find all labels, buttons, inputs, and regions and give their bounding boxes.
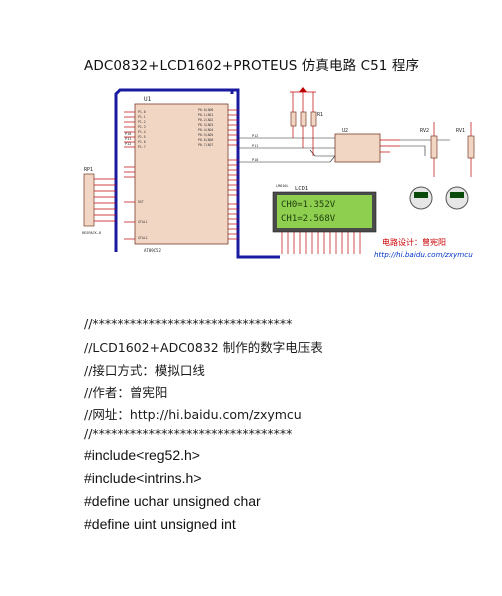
code-line: #include<reg52.h> <box>84 447 200 463</box>
credit-line-2: http://hi.baidu.com/zxymcu <box>374 250 473 259</box>
u1-pin-label: P0.4/AD4 <box>198 128 213 132</box>
lcd-line-2: CH1=2.568V <box>281 214 336 224</box>
net-label: P10 <box>252 158 258 162</box>
u2-chip <box>334 133 381 163</box>
net-label: P12 <box>252 134 258 138</box>
credit-line-1: 电路设计：曾宪阳 <box>382 237 446 247</box>
u1-pin-label: P1.5 <box>138 135 146 139</box>
comment-line: //******************************** <box>84 426 293 441</box>
code-line: #define uchar unsigned char <box>84 493 261 509</box>
comment-line: //作者：曾宪阳 <box>84 385 168 400</box>
u1-pin-label: P1.3 <box>138 125 146 129</box>
lcd-screen <box>277 195 372 228</box>
u1-pin-label: XTAL1 <box>138 220 148 224</box>
u1-pin-label: XTAL2 <box>138 236 148 240</box>
u1-pin-label: P1.1 <box>138 115 146 119</box>
signal-wires <box>238 137 336 163</box>
u1-pin-label: P0.3/AD3 <box>198 123 213 127</box>
code-line: #define uint unsigned int <box>84 516 236 532</box>
u1-pin-label: P0.5/AD5 <box>198 133 213 137</box>
comment-line: //接口方式：模拟口线 <box>84 363 205 378</box>
u1-pin-label: P1.2 <box>138 120 146 124</box>
rv1-label: RV1 <box>456 128 465 134</box>
net-label: P11 <box>125 137 131 141</box>
pullup-resistors <box>290 111 317 127</box>
voltmeter-2 <box>445 186 469 210</box>
lcd-ref: LCD1 <box>295 186 308 192</box>
comment-line: //网址：http://hi.baidu.com/zxymcu <box>84 407 302 422</box>
lcd-pins <box>281 232 361 254</box>
doc-title: ADC0832+LCD1602+PROTEUS 仿真电路 C51 程序 <box>84 58 420 74</box>
u1-right-pins <box>228 109 238 240</box>
net-label: P10 <box>125 132 131 136</box>
comment-line: //******************************** <box>84 316 293 331</box>
rp1-pack <box>83 173 95 227</box>
rp1-part: RESPACK-8 <box>82 231 101 235</box>
u1-pin-label: P0.6/AD6 <box>198 138 213 142</box>
rv2-pot: RV2 <box>420 122 438 177</box>
u1-pin-label: P0.1/AD1 <box>198 113 213 117</box>
lcd-line-1: CH0=1.352V <box>281 200 336 210</box>
resistor-label: R1 <box>317 112 323 118</box>
u1-pin-label: P0.2/AD2 <box>198 118 213 122</box>
u1-pin-label: P1.0 <box>138 110 146 114</box>
net-label: P11 <box>252 144 258 148</box>
u1-pin-label: P1.7 <box>138 145 146 149</box>
u2-label: U2 <box>342 128 348 134</box>
comment-line: //LCD1602+ADC0832 制作的数字电压表 <box>84 340 323 355</box>
u1-pin-label: P1.6 <box>138 140 146 144</box>
rp1-label: RP1 <box>84 167 93 173</box>
rp1-wires <box>94 178 116 222</box>
voltmeter-1 <box>409 186 433 210</box>
u1-left-pins <box>124 111 135 240</box>
data-bus <box>114 88 280 259</box>
u1-pin-label: P0.0/AD0 <box>198 108 213 112</box>
u1-pin-label: RST <box>138 200 144 204</box>
u1-label: U1 <box>144 96 152 103</box>
lcd-part: LM016L <box>276 184 289 188</box>
circuit-schematic: U1 AT89C52 P1.0 P1.1 P1.2 P1.3 P1.4 P1.5… <box>80 82 490 270</box>
u1-part: AT89C52 <box>144 248 161 253</box>
code-line: #include<intrins.h> <box>84 470 202 486</box>
u1-pin-label: P1.4 <box>138 130 146 134</box>
u1-chip <box>134 103 229 245</box>
net-label: P12 <box>125 142 131 146</box>
rv2-label: RV2 <box>420 128 429 134</box>
rv1-pot: RV1 <box>456 122 475 177</box>
u1-pin-label: P0.7/AD7 <box>198 143 213 147</box>
